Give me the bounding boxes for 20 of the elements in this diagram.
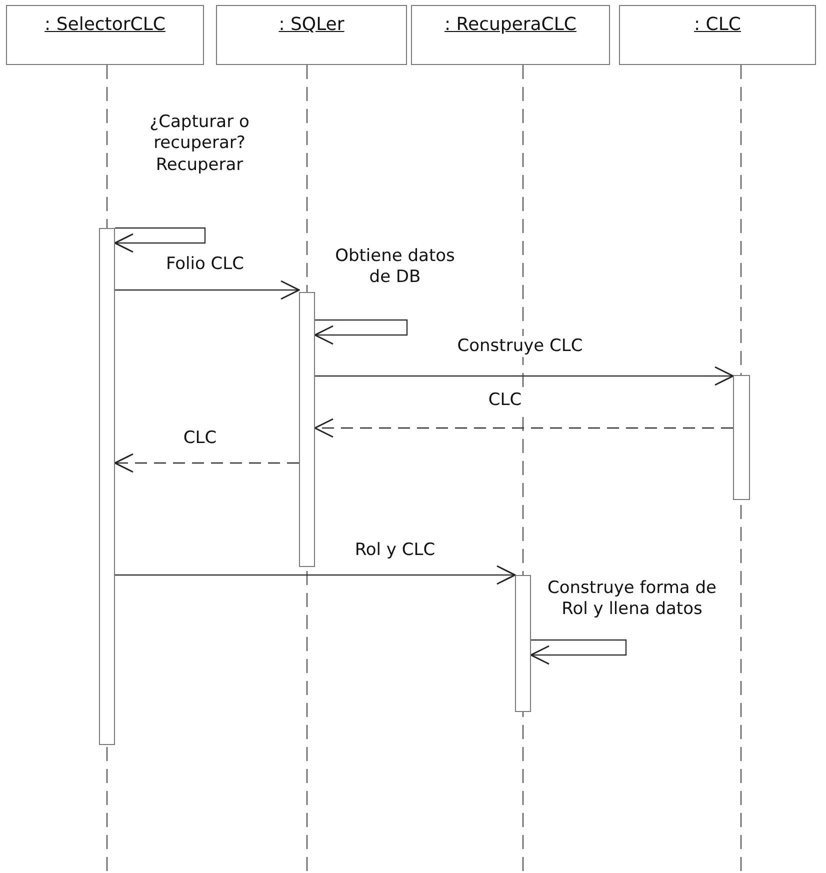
activation-bar [299, 292, 315, 567]
activation-bar [515, 575, 531, 712]
message-arrow [114, 453, 299, 473]
activation-bar [733, 375, 750, 500]
object-name: : CLC [694, 14, 741, 35]
message-arrow [115, 565, 516, 585]
message-arrow [114, 227, 206, 253]
message-arrow [530, 639, 627, 665]
object-name: : SQLer [278, 14, 344, 35]
message-arrow [314, 418, 733, 438]
object-name: : RecuperaCLC [444, 14, 576, 35]
message-arrow [115, 280, 300, 300]
object-name: : SelectorCLC [44, 14, 166, 35]
lifeline-head-box [411, 5, 610, 65]
message-arrow [315, 366, 734, 386]
lifeline-head-box [619, 5, 816, 65]
lifeline-head-box [216, 5, 407, 65]
lifeline-head-box [6, 5, 204, 65]
message-arrow [314, 319, 408, 345]
activation-bar [99, 228, 115, 745]
